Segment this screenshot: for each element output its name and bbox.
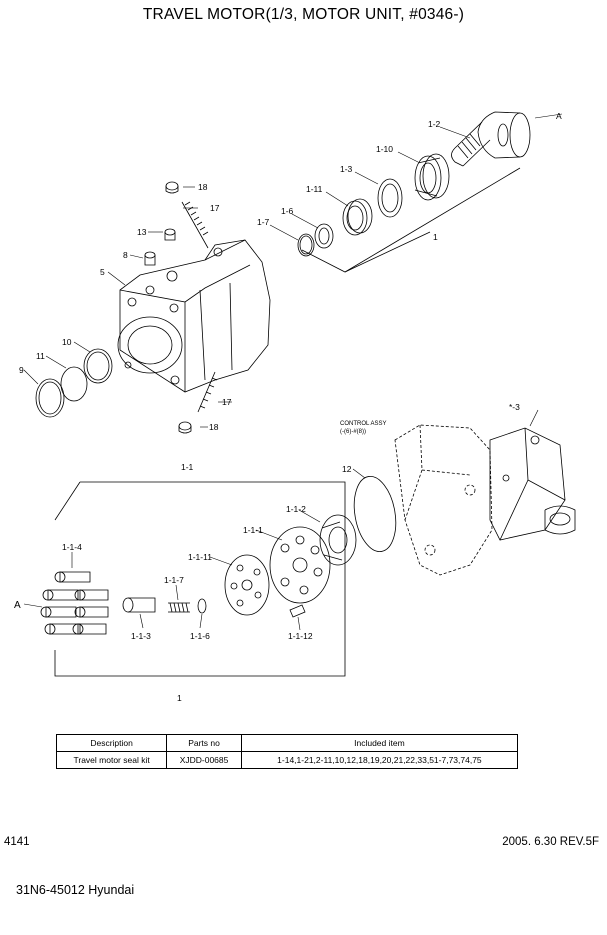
holder-1-1-3	[122, 597, 156, 613]
callout-1-1-3: 1-1-3	[131, 631, 151, 641]
page-number: 4141	[4, 836, 30, 848]
callout-1-1-2: 1-1-2	[286, 504, 306, 514]
callout-control-ref: (-(6)-#(8))	[340, 429, 366, 435]
ring-11	[60, 366, 88, 402]
callout-1-11: 1-11	[306, 184, 323, 194]
page-title: TRAVEL MOTOR(1/3, MOTOR UNIT, #0346-)	[142, 6, 465, 23]
control-assy	[394, 424, 493, 576]
table-header-row: Description Parts no Included item	[55, 734, 519, 752]
retainer-1-1-11	[224, 554, 270, 616]
callout-1-6: 1-6	[281, 206, 294, 216]
cylinder-block-1-1-1	[269, 526, 331, 604]
plug-18-top	[165, 181, 179, 194]
bearing-1-11	[342, 198, 373, 236]
output-shaft	[451, 111, 531, 167]
callout-11: 11	[36, 351, 45, 361]
seal-kit-table: Description Parts no Included item Trave…	[55, 734, 519, 769]
motor-housing	[117, 239, 271, 393]
callout-17-top: 17	[210, 203, 220, 213]
callout-10: 10	[62, 337, 72, 347]
table-header: Included item	[240, 734, 519, 752]
callout-A-top: A	[556, 111, 562, 121]
ring-10	[83, 348, 113, 384]
callout-group-1-1: 1-1	[181, 462, 194, 472]
valve-block-3	[489, 427, 576, 541]
ring-1-3	[377, 178, 403, 218]
callout-1-3: 1-3	[340, 164, 353, 174]
callout-9: 9	[19, 365, 24, 375]
callout-control-assy: CONTROL ASSY	[340, 421, 386, 427]
pin-1-1-12	[289, 604, 306, 618]
spring-1-1-7	[168, 602, 190, 613]
callout-1-1-11: 1-1-11	[188, 552, 212, 562]
table-cell-part-no: XJDD-00685	[166, 751, 242, 769]
callout-5: 5	[100, 267, 105, 277]
plug-8	[144, 251, 156, 266]
table-header: Parts no	[166, 734, 242, 752]
callout-star-3: *-3	[509, 402, 520, 412]
callout-8: 8	[123, 250, 128, 260]
callout-1-1-4: 1-1-4	[62, 542, 82, 552]
callout-1-bottom: 1	[177, 693, 182, 703]
pistons-1-1-4	[40, 571, 109, 635]
valve-plate-1-1-2	[319, 514, 357, 566]
callout-1-1-12: 1-1-12	[288, 631, 313, 641]
callout-1-2: 1-2	[428, 119, 441, 129]
snap-ring-1-7	[297, 233, 315, 257]
table-header: Description	[55, 734, 168, 752]
date-revision: 2005. 6.30 REV.5F	[502, 836, 599, 848]
callout-A-left: A	[14, 600, 21, 611]
callout-1-10: 1-10	[376, 144, 393, 154]
table-cell-description: Travel motor seal kit	[55, 751, 168, 769]
callout-18-top: 18	[198, 182, 208, 192]
ring-1-6	[314, 223, 334, 249]
callout-1-1-1: 1-1-1	[243, 525, 263, 535]
bearing-1-10	[414, 153, 450, 201]
model-code: 31N6-45012 Hyundai	[16, 883, 135, 897]
washer-1-1-6	[197, 598, 207, 614]
o-ring-12	[353, 476, 397, 552]
callout-18-bot: 18	[209, 422, 219, 432]
table-row: Travel motor seal kit XJDD-00685 1-14,1-…	[55, 751, 519, 769]
spring-17-top	[181, 201, 209, 249]
callout-1-7: 1-7	[257, 217, 270, 227]
callout-12: 12	[342, 464, 352, 474]
callout-1-1-6: 1-1-6	[190, 631, 210, 641]
table-cell-included-items: 1-14,1-21,2-11,10,12,18,19,20,21,22,33,5…	[240, 751, 519, 769]
snap-ring-9	[35, 378, 65, 418]
plug-13	[164, 228, 176, 241]
callout-1-1-7: 1-1-7	[164, 575, 184, 585]
callout-13: 13	[137, 227, 147, 237]
plug-18-bot	[178, 421, 192, 434]
callout-17-bot: 17	[222, 397, 232, 407]
spring-17-bot	[197, 371, 218, 413]
callout-1-top: 1	[433, 232, 438, 242]
